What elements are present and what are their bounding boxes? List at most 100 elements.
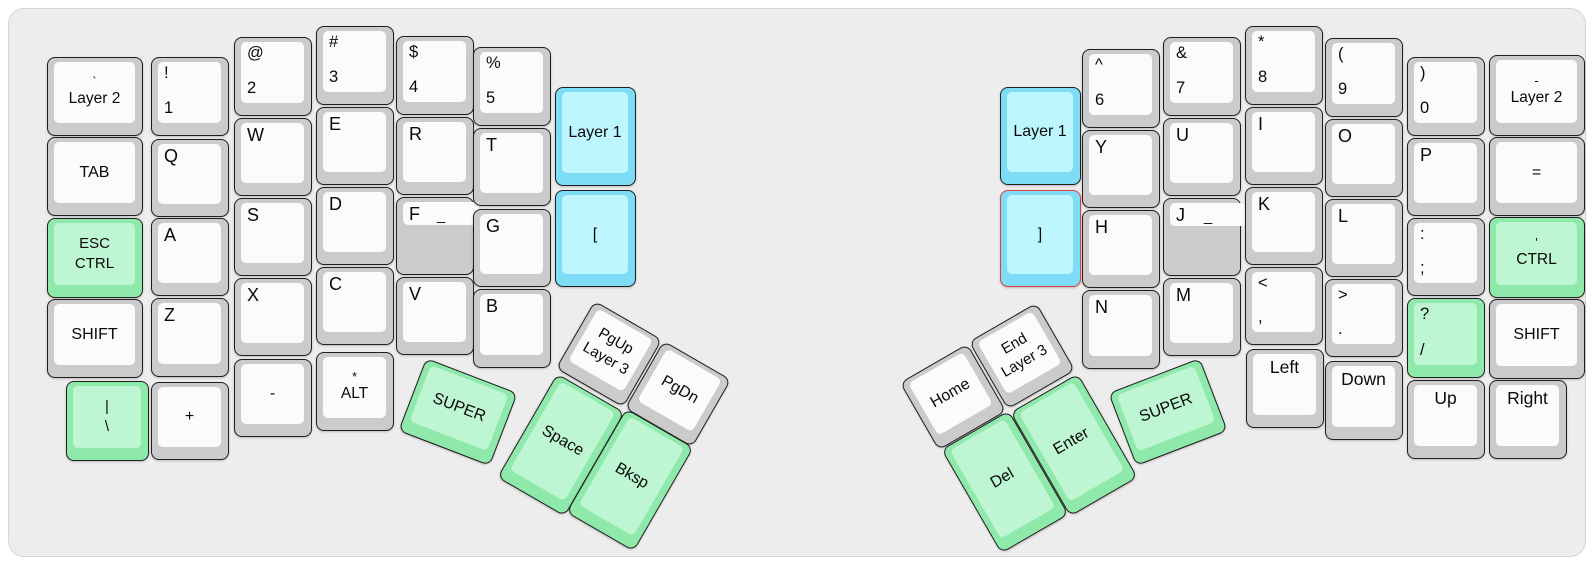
key-5[interactable]: %5: [473, 47, 551, 126]
key-t[interactable]: T: [473, 128, 551, 206]
key-label: Left: [1269, 357, 1300, 377]
key-label: *: [352, 369, 357, 384]
key-shift-right[interactable]: SHIFT: [1489, 299, 1585, 379]
key-label: D: [329, 194, 342, 214]
key-layer1-left[interactable]: Layer 1: [555, 87, 636, 186]
keytop: <,: [1252, 272, 1315, 332]
keytop: ^6: [1089, 54, 1152, 115]
keytop: Y: [1089, 135, 1152, 195]
key-q[interactable]: Q: [151, 139, 229, 217]
key-period[interactable]: >.: [1325, 279, 1403, 357]
key-2[interactable]: @2: [234, 37, 312, 116]
key-0[interactable]: )0: [1407, 57, 1485, 136]
key-d[interactable]: D: [316, 187, 394, 265]
key-label: `: [92, 74, 97, 89]
keytop: SUPER: [409, 365, 509, 451]
key-f[interactable]: F_: [396, 197, 479, 275]
key-arrow-down[interactable]: Down: [1325, 361, 1403, 440]
keytop: -Layer 2: [1496, 60, 1577, 123]
keytop: #3: [323, 31, 386, 92]
key-s[interactable]: S: [234, 198, 312, 276]
key-6[interactable]: ^6: [1082, 49, 1160, 128]
key-7[interactable]: &7: [1163, 37, 1241, 116]
keytop: 'CTRL: [1496, 222, 1577, 285]
key-label: SHIFT: [71, 325, 118, 343]
key-g[interactable]: G: [473, 209, 551, 287]
key-label: Right: [1507, 388, 1548, 408]
key-1[interactable]: !1: [151, 57, 229, 136]
key-i[interactable]: I: [1245, 107, 1323, 185]
key-label: N: [1095, 297, 1108, 317]
keytop: K: [1252, 192, 1315, 252]
key-w[interactable]: W: [234, 118, 312, 196]
key-x[interactable]: X: [234, 278, 312, 356]
key-label: ,: [1258, 308, 1263, 326]
key-label: SUPER: [1137, 390, 1195, 426]
key-slash[interactable]: ?/: [1407, 298, 1485, 378]
key-label: <: [1258, 274, 1268, 292]
key-8[interactable]: *8: [1245, 26, 1323, 105]
key-label: H: [1095, 217, 1108, 237]
keytop: >.: [1332, 284, 1395, 344]
keytop: X: [241, 283, 304, 343]
key-plus[interactable]: +: [151, 382, 229, 460]
key-layer2-right[interactable]: -Layer 2: [1489, 55, 1585, 136]
key-y[interactable]: Y: [1082, 130, 1160, 208]
key-a[interactable]: A: [151, 218, 229, 296]
key-v[interactable]: V: [396, 277, 474, 355]
key-z[interactable]: Z: [151, 298, 229, 377]
keytop: ?/: [1414, 303, 1477, 365]
key-arrow-left[interactable]: Left: [1246, 349, 1324, 428]
key-layer2-left[interactable]: `Layer 2: [47, 57, 143, 136]
keytop: N: [1089, 295, 1152, 356]
key-quote-ctrl[interactable]: 'CTRL: [1489, 217, 1585, 298]
key-label: X: [247, 285, 260, 305]
key-layer1-right[interactable]: Layer 1: [1000, 87, 1081, 185]
key-4[interactable]: $4: [396, 36, 474, 115]
key-3[interactable]: #3: [316, 26, 394, 105]
keytop: Up: [1414, 385, 1477, 446]
key-label: _: [436, 207, 446, 224]
keytop: &7: [1170, 42, 1233, 103]
key-minus-left[interactable]: -: [234, 359, 312, 437]
key-label: ]: [1037, 225, 1043, 243]
key-alt[interactable]: *ALT: [316, 352, 394, 431]
key-b[interactable]: B: [473, 289, 551, 368]
key-m[interactable]: M: [1163, 278, 1241, 356]
key-label: Down: [1341, 369, 1386, 389]
key-n[interactable]: N: [1082, 290, 1160, 369]
key-lbracket[interactable]: [: [555, 190, 636, 287]
key-rbracket[interactable]: ]: [1000, 190, 1081, 287]
key-k[interactable]: K: [1245, 187, 1323, 265]
key-super-right[interactable]: SUPER: [1108, 358, 1228, 466]
key-label: 3: [329, 68, 339, 86]
key-p[interactable]: P: [1407, 138, 1485, 216]
key-shift-left[interactable]: SHIFT: [47, 299, 143, 378]
key-c[interactable]: C: [316, 267, 394, 345]
key-l[interactable]: L: [1325, 199, 1403, 277]
keytop: =: [1496, 142, 1577, 203]
keytop: :;: [1414, 223, 1477, 283]
key-equals[interactable]: =: [1489, 137, 1585, 216]
keytop: Q: [158, 144, 221, 204]
key-o[interactable]: O: [1325, 119, 1403, 197]
key-comma[interactable]: <,: [1245, 267, 1323, 345]
keytop: $4: [403, 41, 466, 102]
key-u[interactable]: U: [1163, 118, 1241, 196]
key-semicolon[interactable]: :;: [1407, 218, 1485, 296]
key-tab[interactable]: TAB: [47, 137, 143, 216]
key-e[interactable]: E: [316, 107, 394, 185]
key-j[interactable]: J_: [1163, 198, 1246, 276]
key-super-left[interactable]: SUPER: [398, 358, 518, 466]
key-r[interactable]: R: [396, 117, 474, 195]
keytop: O: [1332, 124, 1395, 184]
key-arrow-up[interactable]: Up: [1407, 380, 1485, 459]
key-h[interactable]: H: [1082, 210, 1160, 288]
key-9[interactable]: (9: [1325, 38, 1403, 117]
key-label: O: [1338, 126, 1353, 146]
key-arrow-right[interactable]: Right: [1489, 380, 1567, 459]
key-pipe-backslash[interactable]: |\: [66, 381, 149, 461]
